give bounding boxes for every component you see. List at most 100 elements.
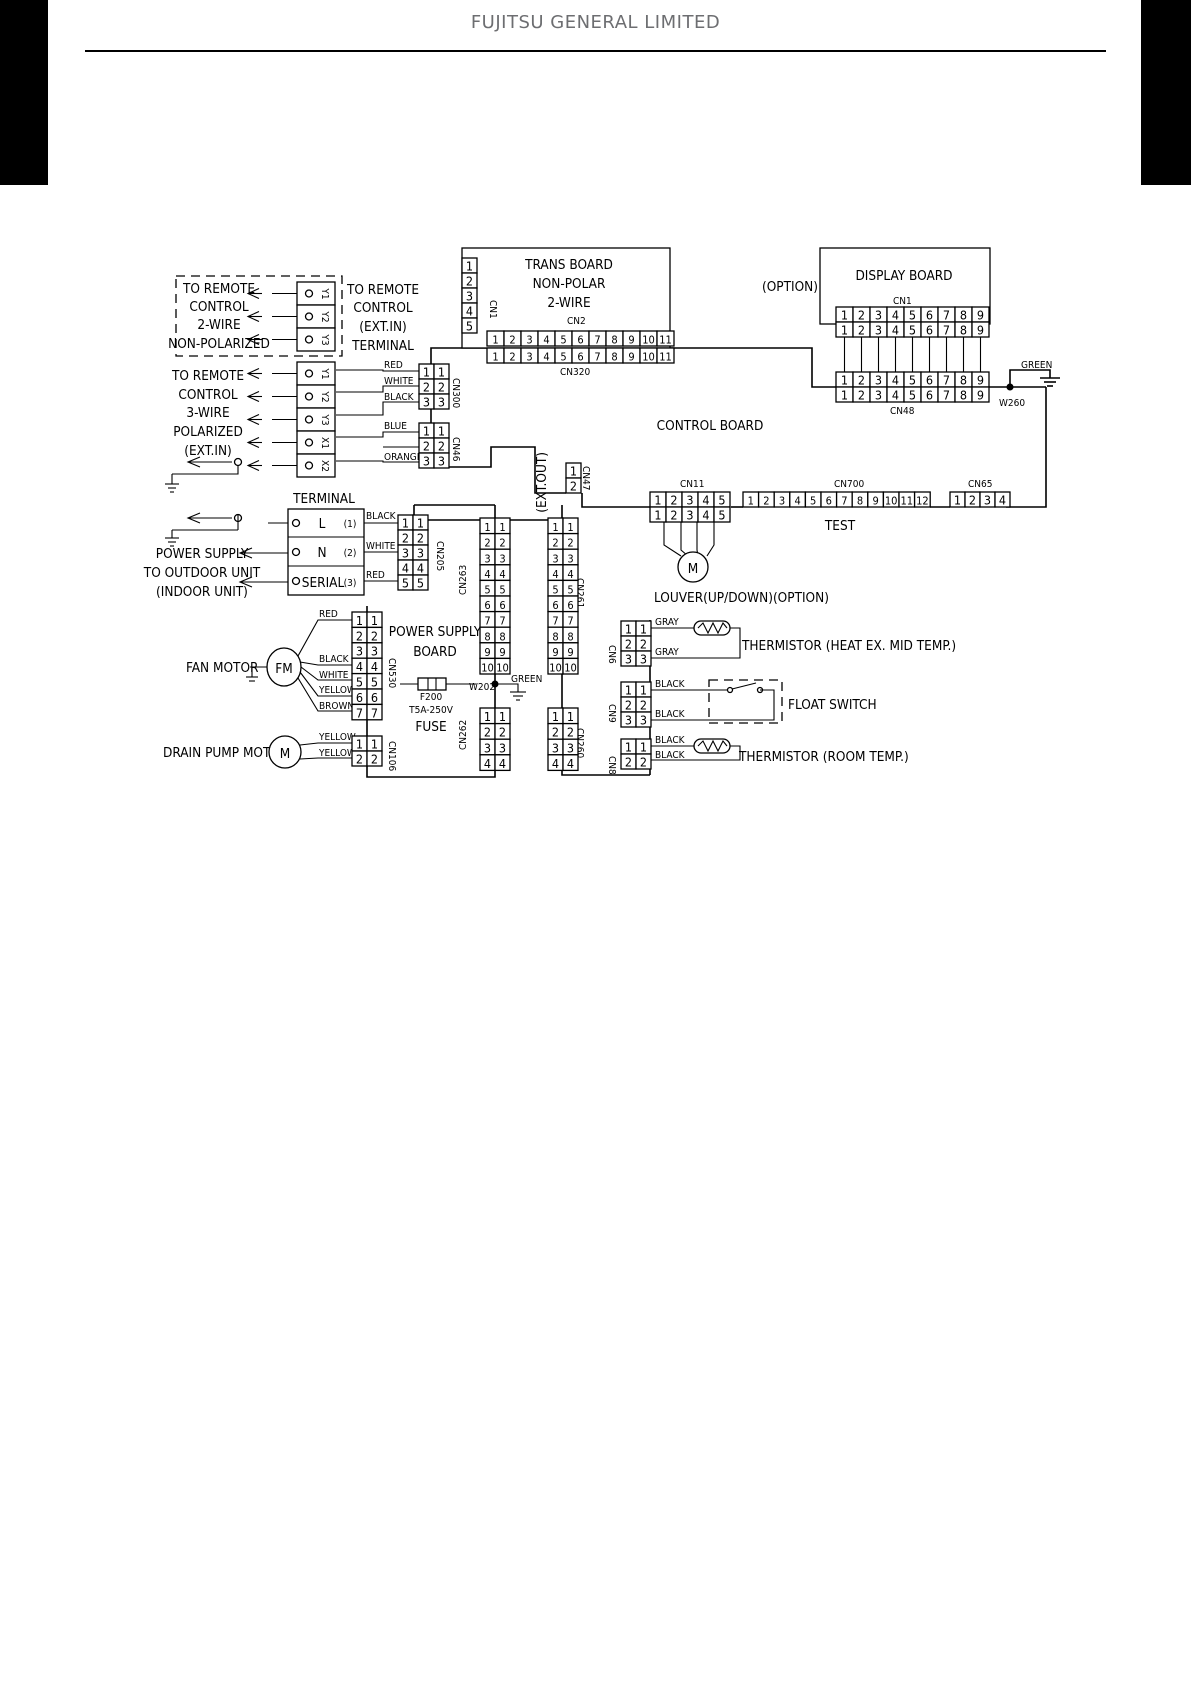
cn530-a-pin-number: 3	[356, 644, 363, 659]
cn260-a-pin-number: 3	[552, 740, 559, 755]
terminal-screw-icon	[304, 289, 314, 298]
cn263-a-pin-number: 7	[484, 615, 490, 628]
svg-text:CN6: CN6	[606, 645, 617, 664]
cn263-b-pin-number: 5	[499, 584, 505, 597]
svg-text:CN47: CN47	[580, 466, 591, 490]
cn48-a-pin-number: 9	[977, 373, 984, 388]
cn8-a-pin-number: 1	[625, 740, 632, 755]
psb-ground-icon	[510, 691, 526, 701]
cn11-cn700-cn65-labels: CN11 CN700 CN65 TEST	[680, 479, 992, 534]
cn2-pin-number: 10	[642, 334, 655, 347]
cn300-b-pin-number: 2	[438, 380, 445, 395]
arrow-head-icon	[246, 413, 260, 426]
cn205-a-pin-number: 2	[402, 531, 409, 546]
cn205-a-pin-number: 4	[402, 561, 409, 576]
cn46-b-pin-number: 1	[438, 424, 445, 439]
cn263-a-pin-number: 2	[484, 537, 490, 550]
cn46-a-pin-number: 2	[423, 439, 430, 454]
cn530-a-pin-number: 1	[356, 613, 363, 628]
cn9-b-pin-number: 1	[640, 683, 647, 698]
terminal-key: Y3	[319, 333, 330, 345]
trans-cn1-pin-number: 3	[466, 289, 473, 304]
svg-text:YELLOW: YELLOW	[318, 685, 356, 696]
display-cn1-pin-number: 8	[960, 308, 967, 323]
cn263-b-pin-number: 3	[499, 552, 505, 565]
cn205-b-pin-number: 2	[417, 531, 424, 546]
cn261-a-pin-number: 4	[552, 568, 558, 581]
drain-pump-label: DRAIN PUMP MOTOR	[163, 745, 289, 761]
option-label: (OPTION)	[762, 279, 818, 295]
cn106-b-pin-number: 1	[371, 737, 378, 752]
cn8-a-pin-number: 2	[625, 755, 632, 770]
cn261-b-cell	[562, 657, 579, 675]
cn700-pin-number: 4	[794, 495, 800, 508]
cn263-b-pin-number: 1	[499, 521, 505, 534]
svg-text:CONTROL: CONTROL	[353, 300, 413, 316]
remote-3wire-group: TO REMOTE CONTROL 3-WIRE POLARIZED (EXT.…	[171, 368, 244, 459]
cn263-a-pin-number: 4	[484, 568, 490, 581]
svg-text:(INDOOR UNIT): (INDOOR UNIT)	[156, 584, 248, 600]
svg-text:CN8: CN8	[606, 756, 617, 775]
trans-cn1-pin-number: 5	[466, 319, 473, 334]
display-cn1-pin-number: 5	[909, 308, 916, 323]
svg-text:ORANGE: ORANGE	[384, 452, 423, 463]
svg-text:TO REMOTE: TO REMOTE	[171, 368, 244, 384]
cn65-pin-number: 3	[984, 493, 991, 508]
cn320-label: CN320	[560, 367, 590, 378]
cn263-a-pin-number: 3	[484, 552, 490, 565]
cn260-a-pin-number: 1	[552, 709, 559, 724]
cn262-a-pin-number: 1	[484, 709, 491, 724]
svg-text:YELLOW: YELLOW	[318, 732, 356, 743]
cn700-pin-number: 9	[872, 495, 878, 508]
cn205-b-pin-number: 5	[417, 576, 424, 591]
svg-text:NON-POLARIZED: NON-POLARIZED	[168, 336, 270, 352]
svg-text:T5A-250V: T5A-250V	[408, 705, 454, 716]
cn263-a-pin-number: 6	[484, 599, 490, 612]
cn47-pin-number: 1	[570, 464, 577, 479]
cn48-b-pin-number: 4	[892, 388, 899, 403]
ext-out-label: (EXT.OUT)	[534, 452, 550, 513]
cn320-pin-number: 9	[628, 351, 634, 364]
cn11-a-pin-number: 5	[718, 493, 725, 508]
louver-motor: M LOUVER(UP/DOWN)(OPTION)	[654, 522, 829, 606]
cn320-pin-number: 6	[577, 351, 583, 364]
cn260-b-pin-number: 4	[567, 756, 574, 771]
drain-pump-icon	[268, 735, 302, 769]
cn11-b-pin-number: 2	[670, 508, 677, 523]
cn320-pin-number: 7	[594, 351, 600, 364]
cn700-pin-number: 12	[916, 495, 929, 508]
cn261-a-pin-number: 1	[552, 521, 558, 534]
fan-ground-icon	[246, 666, 268, 682]
power-arrows	[172, 512, 288, 588]
cn11-a-pin-number: 1	[654, 493, 661, 508]
terminal-screw-icon	[304, 461, 314, 470]
display-cn1-pin-number: 2	[858, 308, 865, 323]
svg-text:CONTROL: CONTROL	[189, 299, 249, 315]
cn46-b-pin-number: 3	[438, 454, 445, 469]
green-wire-label-top: GREEN	[1021, 360, 1052, 371]
svg-text:RED: RED	[384, 360, 403, 371]
cn106-a-pin-number: 2	[356, 752, 363, 767]
svg-text:CN263: CN263	[458, 565, 469, 595]
cn261-b-pin-number: 2	[567, 537, 573, 550]
display-cn1b-pin-number: 2	[858, 323, 865, 338]
arrow-head-icon	[246, 333, 260, 346]
svg-text:TERMINAL: TERMINAL	[351, 338, 414, 354]
cn263-b-pin-number: 8	[499, 630, 505, 643]
cn261-b-pin-number: 3	[567, 552, 573, 565]
cn260-b-cell	[562, 754, 579, 772]
cn48-a-pin-number: 5	[909, 373, 916, 388]
cn262-b-cell	[494, 754, 511, 772]
terminal-key: Y1	[319, 367, 330, 379]
cn260-a-pin-number: 2	[552, 725, 559, 740]
cn530-b-pin-number: 3	[371, 644, 378, 659]
cn700-pin-number: 1	[748, 495, 754, 508]
cn262-b-pin-number: 3	[499, 740, 506, 755]
terminal-key: X2	[319, 460, 330, 472]
power-terminal-group: TERMINAL L N SERIAL (1) (2) (3) BLACK WH…	[143, 456, 445, 600]
fuse-icon	[400, 677, 476, 691]
cn530-b-pin-number: 7	[371, 705, 378, 720]
cn530-b-pin-number: 6	[371, 690, 378, 705]
svg-text:BOARD: BOARD	[413, 644, 457, 660]
cn263-b-cell	[494, 657, 511, 675]
